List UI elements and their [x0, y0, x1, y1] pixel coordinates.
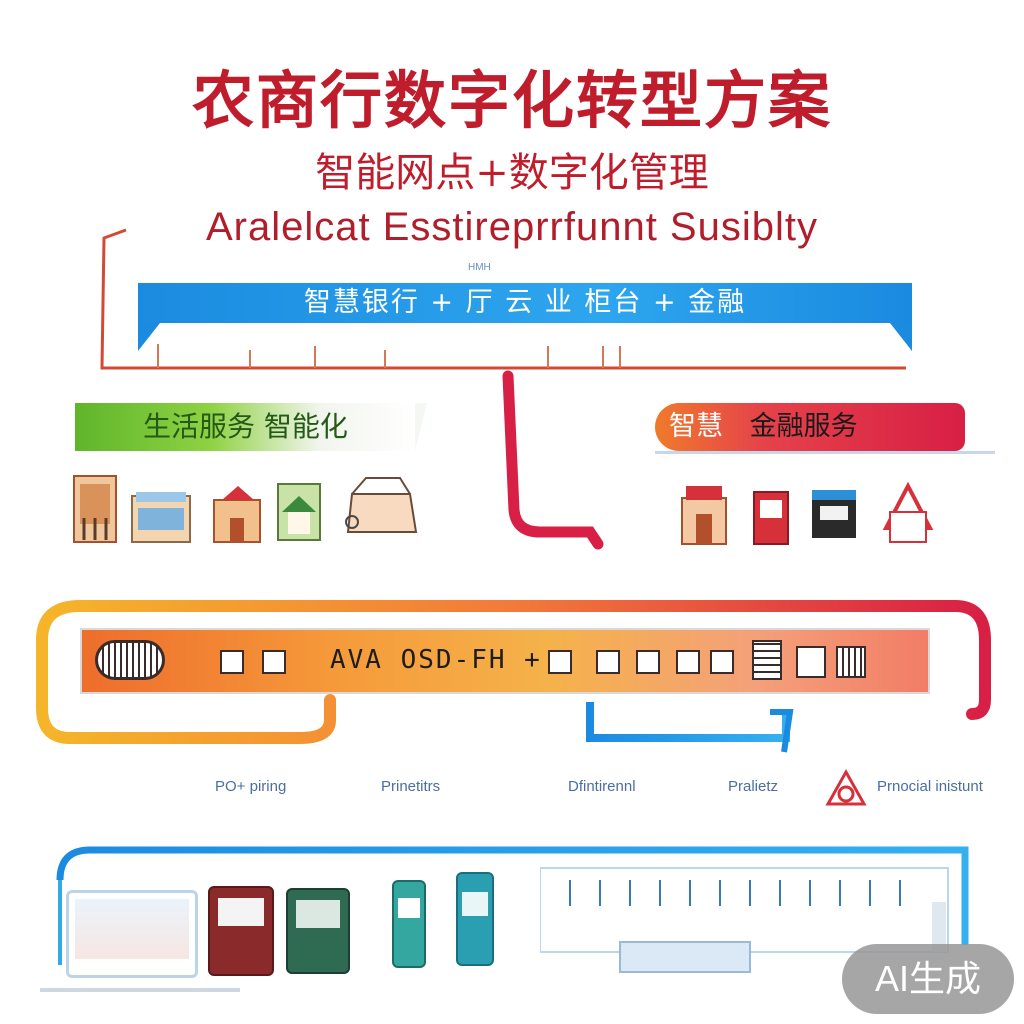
temple-icon [73, 475, 117, 543]
building-glyph-1 [752, 640, 782, 680]
process-square-4 [596, 650, 620, 674]
ai-generated-badge: AI生成 [842, 944, 1014, 1014]
blue-bracket-tail [770, 709, 794, 753]
right-icon-row [681, 481, 934, 545]
building-glyph-3 [836, 646, 866, 678]
step-label-4: Pralietz [728, 778, 779, 795]
blue-bracket [586, 702, 790, 742]
process-square-1 [220, 650, 244, 674]
house-icon [277, 483, 321, 541]
top-bracket-line [100, 228, 906, 370]
top-ticks [157, 344, 621, 368]
process-square-3 [548, 650, 572, 674]
bottom-frame [56, 846, 969, 945]
building-glyph-2 [796, 646, 826, 678]
page-title: 农商行数字化转型方案 [191, 64, 832, 137]
top-blue-band: 智慧银行 + 厅 云 业 柜台 + 金融 [138, 283, 912, 323]
market-stall-icon [345, 477, 418, 533]
left-section-tag: 生活服务 智能化 [75, 403, 415, 451]
process-square-7 [710, 650, 734, 674]
bank-branch-icon [213, 486, 261, 543]
self-service-terminal-icon [456, 872, 494, 966]
step-label-2: Prinetitrs [381, 778, 441, 795]
process-square-2 [262, 650, 286, 674]
english-title: Aralelcat Esstireprrfunnt Susiblty [205, 205, 818, 249]
card-icon [95, 640, 165, 680]
kiosk-icon [753, 491, 789, 545]
step-label-1: PO+ piring [215, 778, 287, 795]
server-rack-row [540, 867, 949, 973]
institution-logo-icon [825, 768, 867, 806]
office-building-icon [131, 492, 191, 543]
gradient-loop [36, 600, 991, 744]
process-square-5 [636, 650, 660, 674]
bank-logo-icon [882, 481, 934, 543]
left-icon-row [73, 475, 418, 543]
kiosk-terminal-icon [392, 880, 426, 968]
magenta-connector [502, 370, 604, 550]
tiny-label: HMH [468, 262, 491, 273]
page-subtitle: 智能网点+数字化管理 [315, 150, 709, 196]
band-pennants [138, 323, 912, 351]
step-label-5: Prnocial inistunt [877, 778, 983, 795]
atm-icon [812, 490, 856, 538]
right-tag-text: 金融服务 [749, 411, 858, 442]
step-label-3: Dfintirennl [568, 778, 636, 795]
right-tag-prefix: 智慧 [669, 411, 723, 442]
laptop-screen-icon [66, 890, 198, 978]
right-section-tag: 智慧 金融服务 [655, 403, 965, 451]
teller-machine-icon [286, 888, 350, 974]
process-band-text: AVA OSD-FH + [330, 645, 542, 675]
shop-icon [681, 486, 727, 545]
atm-machine-icon [208, 886, 274, 976]
process-square-6 [676, 650, 700, 674]
right-tag-underline [655, 451, 995, 454]
